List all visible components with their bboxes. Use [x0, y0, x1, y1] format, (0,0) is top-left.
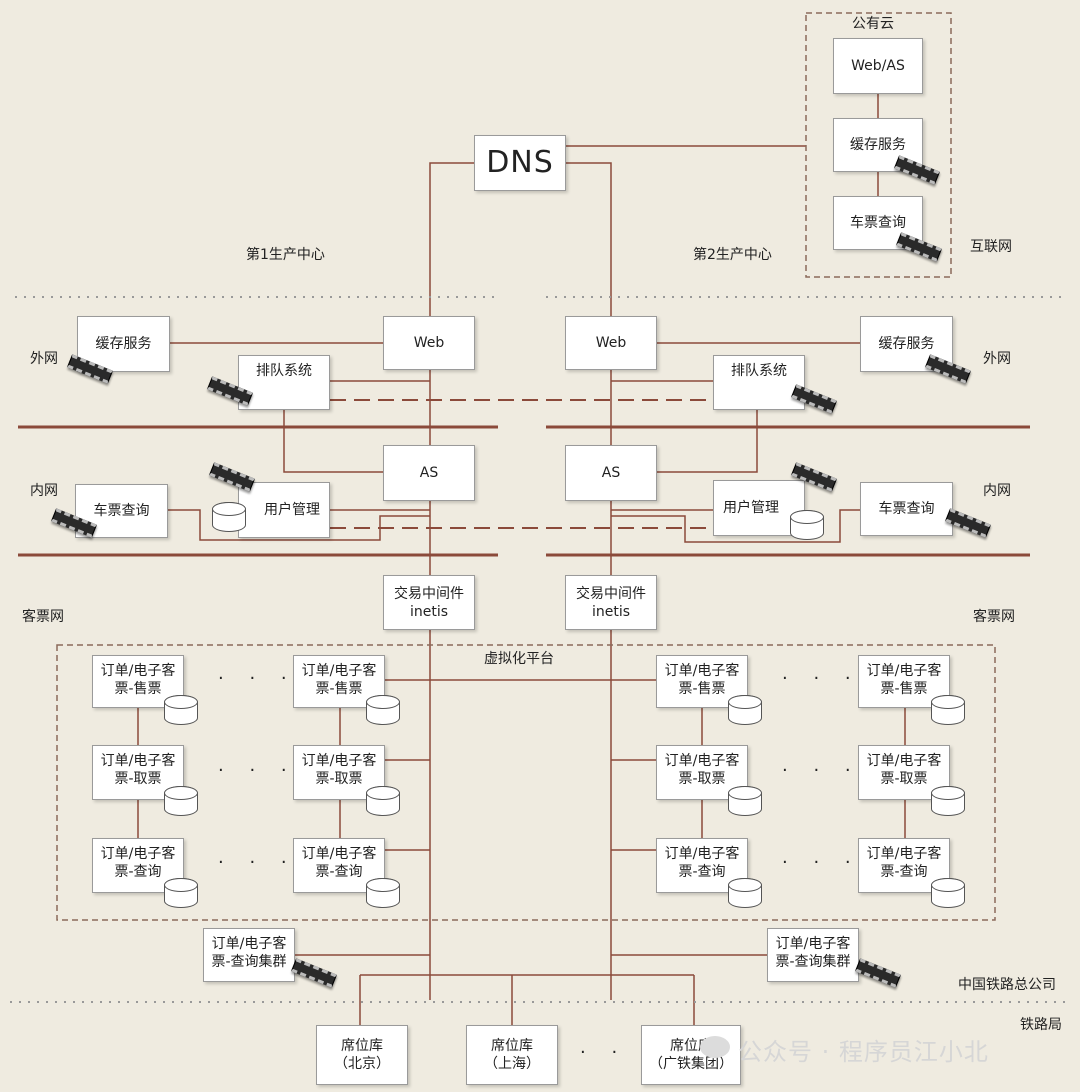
- seat-db-beijing: 席位库 （北京）: [316, 1025, 408, 1085]
- left-web-box: Web: [383, 316, 475, 370]
- zone-ticket-net-right: 客票网: [973, 609, 1015, 625]
- zone-internet: 互联网: [970, 239, 1012, 255]
- cloud-cache-box: 缓存服务: [833, 118, 923, 172]
- order-node-c4-fetch: 订单/电子客 票-取票: [858, 745, 950, 800]
- wechat-icon: [700, 1036, 730, 1058]
- c3-query-db-icon: [727, 877, 762, 908]
- c3-sell-db-icon: [727, 694, 762, 725]
- right-user-mgmt-box: 用户管理: [713, 480, 805, 536]
- left-ticket-link: [168, 509, 430, 541]
- center2-label: 第2生产中心: [693, 247, 772, 263]
- order-node-c2-query: 订单/电子客 票-查询: [293, 838, 385, 893]
- c1-sell-db-icon: [163, 694, 198, 725]
- dns-left-link: [429, 162, 474, 318]
- zone-outer-left: 外网: [30, 351, 58, 367]
- dns-right-link: [566, 162, 612, 318]
- right-web-box: Web: [565, 316, 657, 370]
- left-query-cluster-box: 订单/电子客 票-查询集群: [203, 928, 295, 982]
- seat-db-shanghai: 席位库 （上海）: [466, 1025, 558, 1085]
- c2-query-db-icon: [365, 877, 400, 908]
- c1-ellipsis-fetch: · · ·: [218, 760, 297, 781]
- right-user-db-icon: [789, 509, 824, 540]
- c3-ellipsis-fetch: · · ·: [782, 760, 861, 781]
- c3-fetch-db-icon: [727, 785, 762, 816]
- watermark-text: 公众号 · 程序员江小北: [738, 1038, 989, 1066]
- order-node-c3-sell: 订单/电子客 票-售票: [656, 655, 748, 708]
- right-query-cluster-box: 订单/电子客 票-查询集群: [767, 928, 859, 982]
- right-ticket-query-box: 车票查询: [860, 482, 953, 536]
- c4-query-db-icon: [930, 877, 965, 908]
- zone-inner-left: 内网: [30, 483, 58, 499]
- virtual-platform-frame: [56, 644, 996, 921]
- order-node-c3-fetch: 订单/电子客 票-取票: [656, 745, 748, 800]
- left-as-box: AS: [383, 445, 475, 501]
- left-user-db-icon: [211, 501, 246, 532]
- order-node-c4-sell: 订单/电子客 票-售票: [858, 655, 950, 708]
- virtual-platform-label: 虚拟化平台: [484, 651, 554, 667]
- left-user-mgmt-box: 用户管理: [238, 482, 330, 538]
- c2-sell-db-icon: [365, 694, 400, 725]
- zone-hq: 中国铁路总公司: [958, 977, 1056, 993]
- right-cache-box: 缓存服务: [860, 316, 953, 372]
- seat-db-guangtie: 席位库 （广铁集团）: [641, 1025, 741, 1085]
- c2-fetch-db-icon: [365, 785, 400, 816]
- order-node-c1-fetch: 订单/电子客 票-取票: [92, 745, 184, 800]
- c1-ellipsis-sell: · · ·: [218, 668, 297, 689]
- c4-sell-db-icon: [930, 694, 965, 725]
- public-cloud-title: 公有云: [852, 16, 894, 32]
- right-as-box: AS: [565, 445, 657, 501]
- right-as-link: [657, 410, 758, 473]
- left-middleware-box: 交易中间件 inetis: [383, 575, 475, 630]
- right-queue-box: 排队系统: [713, 355, 805, 410]
- order-node-c2-sell: 订单/电子客 票-售票: [293, 655, 385, 708]
- right-ticket-link: [611, 509, 860, 543]
- left-as-link: [283, 410, 383, 473]
- dns-box: DNS: [474, 135, 566, 191]
- zone-outer-right: 外网: [983, 351, 1011, 367]
- order-node-c3-query: 订单/电子客 票-查询: [656, 838, 748, 893]
- c4-fetch-db-icon: [930, 785, 965, 816]
- zone-bureau: 铁路局: [1020, 1017, 1062, 1033]
- c3-ellipsis-sell: · · ·: [782, 668, 861, 689]
- center1-label: 第1生产中心: [246, 247, 325, 263]
- c1-query-db-icon: [163, 877, 198, 908]
- zone-ticket-net-left: 客票网: [22, 609, 64, 625]
- left-queue-box: 排队系统: [238, 355, 330, 410]
- right-middleware-box: 交易中间件 inetis: [565, 575, 657, 630]
- c1-ellipsis-query: · · ·: [218, 852, 297, 873]
- seat-db-ellipsis: · · ·: [580, 1042, 659, 1063]
- c1-fetch-db-icon: [163, 785, 198, 816]
- c3-ellipsis-query: · · ·: [782, 852, 861, 873]
- public-cloud-frame: [805, 12, 952, 278]
- zone-inner-right: 内网: [983, 483, 1011, 499]
- cloud-web-as-box: Web/AS: [833, 38, 923, 94]
